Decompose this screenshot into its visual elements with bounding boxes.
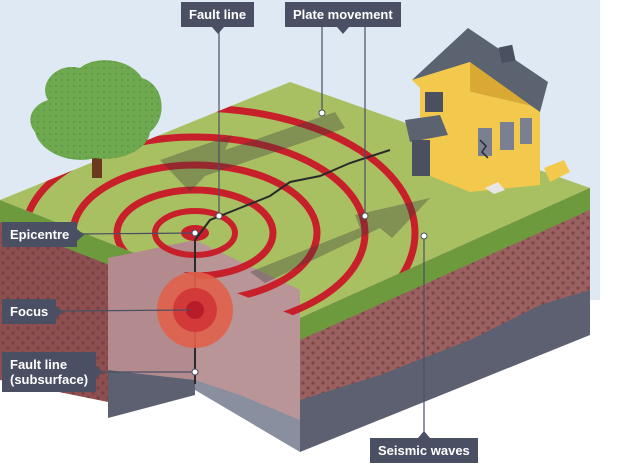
label-fault-line-subsurface: Fault line (subsurface) xyxy=(2,352,104,392)
house-roof xyxy=(412,28,548,112)
label-epicentre: Epicentre xyxy=(2,222,85,247)
label-focus: Focus xyxy=(2,299,64,324)
label-fault-line: Fault line xyxy=(181,2,255,34)
fallen-box xyxy=(544,160,570,182)
house-door xyxy=(412,140,430,176)
label-seismic-waves: Seismic waves xyxy=(370,431,478,463)
leader-dots xyxy=(191,109,428,376)
house-window-3 xyxy=(520,118,532,144)
focus-core xyxy=(186,301,204,319)
house-window-1 xyxy=(478,128,492,156)
bedrock-left xyxy=(108,370,195,418)
bedrock-middle xyxy=(195,380,300,452)
house-window-2 xyxy=(500,122,514,150)
leader-lines xyxy=(59,24,425,438)
house xyxy=(405,28,570,194)
fault-line-crack xyxy=(194,149,391,241)
house-window-top xyxy=(425,92,443,112)
bedrock-right xyxy=(300,290,590,452)
label-plate-movement: Plate movement xyxy=(285,2,401,34)
plate-movement-arrow-right xyxy=(250,198,430,283)
grass-edge-right xyxy=(300,188,590,340)
porch-roof xyxy=(405,115,448,142)
plate-movement-arrow-left xyxy=(160,112,345,192)
tree-trunk xyxy=(92,150,102,178)
chimney xyxy=(498,44,516,64)
